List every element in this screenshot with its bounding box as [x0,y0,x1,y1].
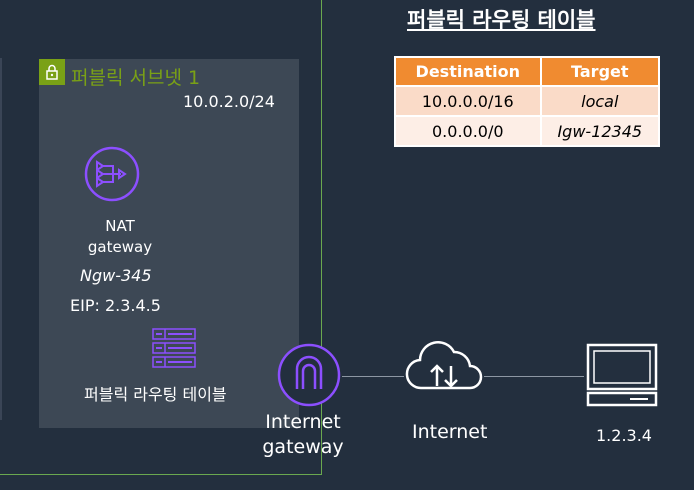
cloud-icon [404,340,486,396]
route-destination: 10.0.0.0/16 [394,85,542,117]
route-destination: 0.0.0.0/0 [394,115,542,147]
route-table: Destination Target 10.0.0.0/16 local 0.0… [394,56,661,147]
nat-label-line2: gateway [87,238,153,256]
vpc-boundary-right [321,0,322,474]
client-ip-label: 1.2.3.4 [596,426,652,445]
subnet-title: 퍼블릭 서브넷 1 [71,67,201,89]
internet-gateway-icon [277,343,341,407]
connector-igw-internet [342,376,404,377]
route-target: local [539,85,661,117]
nat-gateway-id: Ngw-345 [80,266,152,285]
table-row: 10.0.0.0/16 local [394,85,661,117]
route-table-icon [151,327,197,369]
lock-icon [39,59,65,85]
vpc-boundary-bottom [0,474,322,475]
header-destination: Destination [394,56,542,87]
nat-label-line1: NAT [105,217,135,235]
nat-gateway-icon [83,145,141,203]
header-target: Target [539,56,661,87]
client-computer-icon [584,343,662,407]
connector-internet-client [484,376,584,377]
subnet-cidr: 10.0.2.0/24 [183,92,275,111]
route-target: Igw-12345 [539,115,661,147]
route-table-label: 퍼블릭 라우팅 테이블 [84,385,227,404]
table-row: 0.0.0.0/0 Igw-12345 [394,115,661,147]
route-table-title: 퍼블릭 라우팅 테이블 [407,8,596,32]
nat-gateway-label: NAT gateway [70,216,170,258]
internet-label: Internet [412,421,488,443]
igw-label-line1: Internet [265,411,341,433]
nat-gateway-eip: EIP: 2.3.4.5 [70,296,161,315]
route-table-header-row: Destination Target [394,56,661,87]
vpc-boundary-left [0,58,2,420]
internet-gateway-label: Internet gateway [248,410,358,460]
igw-label-line2: gateway [262,436,344,458]
